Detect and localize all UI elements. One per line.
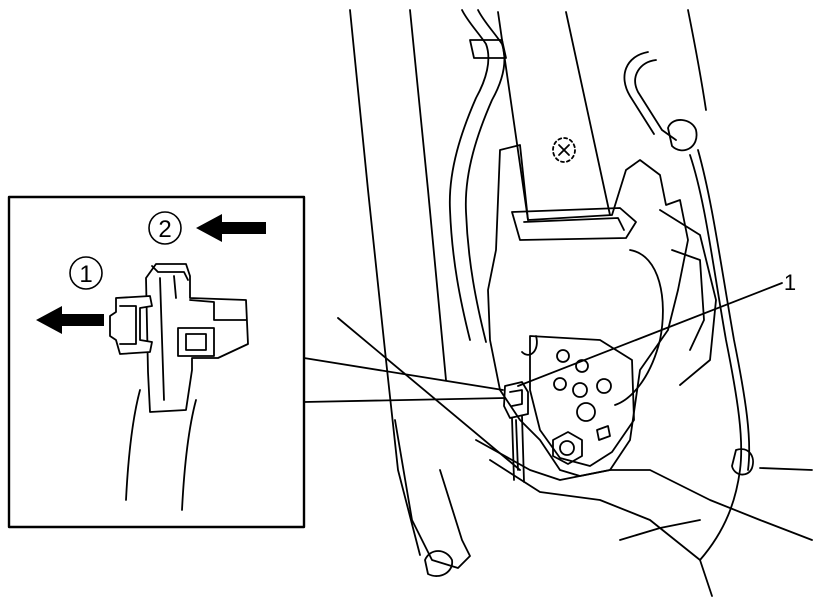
step-1-circle <box>69 256 103 290</box>
belt-bolt-dashed <box>552 137 576 163</box>
inset-leader-lines <box>303 357 506 403</box>
inset-harness-right <box>181 399 197 511</box>
inset-connector-lock-inner <box>119 305 137 345</box>
inset-harness-left <box>125 389 141 501</box>
retractor-connector <box>503 381 529 419</box>
mount-hole <box>556 349 570 363</box>
inset-connector-latch <box>189 299 247 321</box>
mount-slot <box>596 425 611 441</box>
seat-belt-webbing-right <box>565 11 611 216</box>
lower-trim-2 <box>489 459 713 597</box>
right-clip-lower <box>731 448 754 476</box>
seat-belt-webbing-left <box>497 11 529 221</box>
detail-inset <box>7 195 306 529</box>
pillar-trim-lower <box>394 419 471 569</box>
right-harness-wire <box>689 154 743 561</box>
inset-connector-seam-2 <box>173 275 177 299</box>
connector-wire-b <box>521 415 525 483</box>
inset-connector-seam <box>159 277 165 401</box>
mount-hole <box>575 359 589 373</box>
vehicle-scene <box>337 9 813 597</box>
part-1-leader-line <box>517 282 783 387</box>
anchor-bolt-icon <box>552 431 583 465</box>
trim-diagonal <box>337 317 521 471</box>
step-2-circle <box>148 211 182 245</box>
inset-connector-lock <box>109 295 153 355</box>
right-harness-clip <box>667 119 698 152</box>
pillar-trim-outer <box>349 9 421 556</box>
retractor-spool <box>614 249 664 406</box>
retractor-housing <box>671 249 705 351</box>
retractor-side <box>659 209 717 386</box>
arrow-left-icon <box>36 306 104 334</box>
mount-plate <box>529 335 635 467</box>
upper-harness-a <box>448 9 490 341</box>
belt-bolt-cross <box>558 144 570 156</box>
lower-trim-3 <box>619 519 701 541</box>
mount-hole <box>576 402 596 422</box>
retractor-guide <box>511 207 637 241</box>
retractor-body <box>487 144 689 477</box>
mount-hole <box>596 378 612 394</box>
mount-hole <box>553 377 567 391</box>
right-harness-hook-inner <box>623 51 655 135</box>
right-harness-wire-2 <box>697 149 751 471</box>
trim-clip <box>424 550 453 577</box>
lower-trim-4 <box>759 467 813 471</box>
step-2-label: 2 <box>158 216 171 243</box>
connector-wire-a <box>511 417 515 481</box>
retractor-connector-latch <box>509 389 523 407</box>
right-harness-hook <box>634 59 677 141</box>
mount-tab <box>521 335 538 356</box>
step-1-label: 1 <box>79 261 92 288</box>
connector-wire-c <box>515 419 519 471</box>
part-number-label: 1 <box>784 270 796 295</box>
right-trim-edge <box>687 9 707 111</box>
inset-connector-plug-inner <box>185 333 207 351</box>
inset-connector-top <box>151 265 189 281</box>
harness-connector-top <box>469 39 507 59</box>
retractor-guide-inner <box>523 217 625 231</box>
inset-connector-plug <box>177 327 215 357</box>
upper-harness-b <box>464 9 506 343</box>
lower-trim <box>475 439 813 541</box>
arrow-left-icon <box>196 214 266 242</box>
mount-hole <box>572 382 588 398</box>
pillar-trim-inner <box>409 9 447 381</box>
